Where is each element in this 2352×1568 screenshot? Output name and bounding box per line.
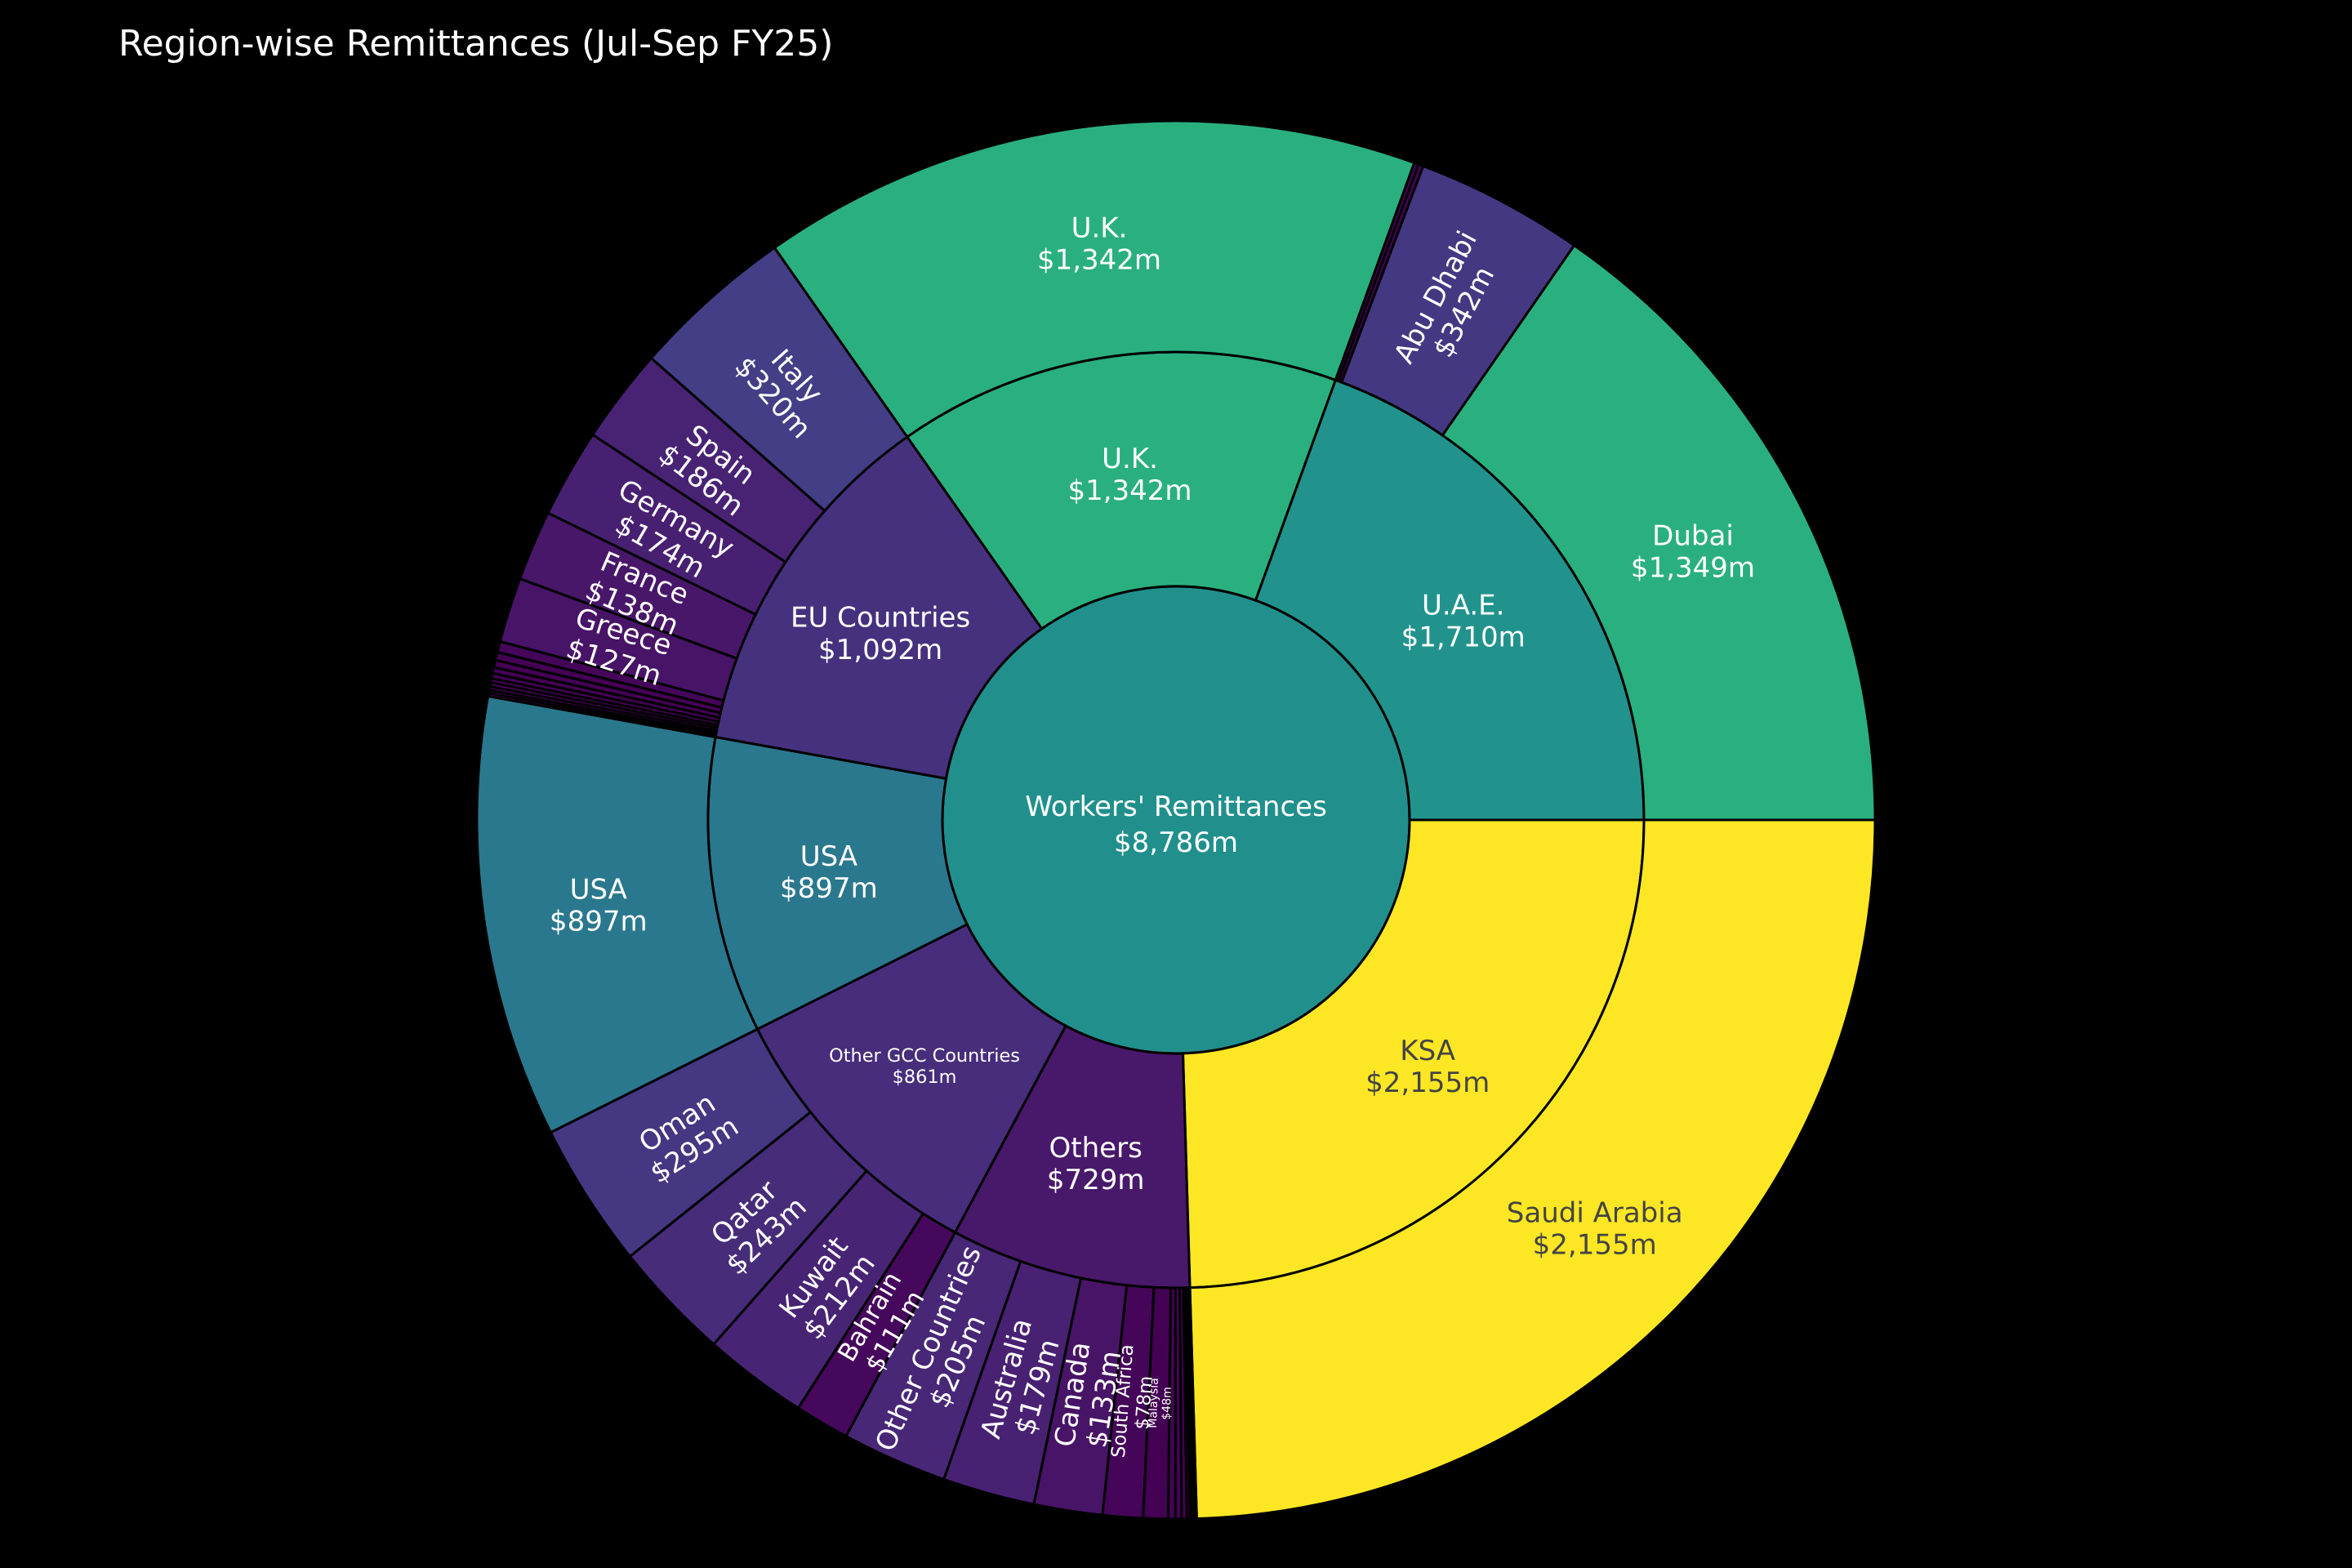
segment-label-u-k: U.K.$1,342m (1067, 443, 1192, 507)
segment-label-saudi-arabia: Saudi Arabia$2,155m (1507, 1197, 1683, 1262)
segment-country-u-k[interactable] (773, 119, 1416, 439)
segment-label-others: Others$729m (1047, 1132, 1145, 1196)
segment-label-u-k: U.K.$1,342m (1037, 212, 1161, 277)
segment-label-canada: Canada$133m (1049, 1339, 1129, 1454)
segment-label-malaysia: Malaysia$48m (1147, 1378, 1174, 1429)
segment-label-usa: USA$897m (780, 840, 878, 905)
segment-label-root: Workers' Remittances$8,786m (1025, 791, 1327, 859)
sunburst-segments (475, 119, 1877, 1521)
segment-label-dubai: Dubai$1,349m (1631, 519, 1755, 584)
segment-label-eu-countries: EU Countries$1,092m (791, 602, 970, 666)
segment-label-other-gcc-countries: Other GCC Countries$861m (829, 1045, 1020, 1088)
chart-title: Region-wise Remittances (Jul-Sep FY25) (118, 23, 834, 65)
segment-label-ksa: KSA$2,155m (1365, 1035, 1490, 1099)
segment-label-u-a-e: U.A.E.$1,710m (1401, 589, 1526, 653)
segment-country-dubai[interactable] (1441, 243, 1877, 822)
segment-label-usa: USA$897m (550, 873, 648, 938)
segment-country-saudi-arabia[interactable] (1188, 818, 1877, 1521)
